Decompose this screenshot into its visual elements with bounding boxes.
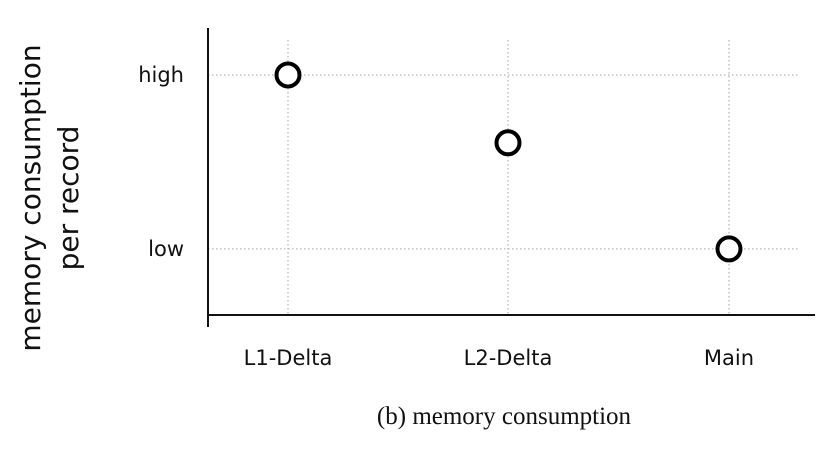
y-tick-label-low: low bbox=[148, 237, 184, 261]
y-axis-label: memory consumption per record bbox=[14, 44, 85, 351]
x-tick-label-l1-delta: L1-Delta bbox=[244, 346, 333, 370]
y-tick-labels: low high bbox=[138, 63, 184, 261]
data-points bbox=[274, 61, 743, 263]
data-point-l1-delta bbox=[274, 61, 302, 89]
y-axis-label-line-1: memory consumption bbox=[14, 44, 47, 351]
grid-lines bbox=[208, 40, 800, 315]
data-point-l2-delta bbox=[494, 129, 522, 157]
axis-lines bbox=[207, 28, 815, 327]
x-tick-label-main: Main bbox=[704, 346, 754, 370]
y-axis-label-line-2: per record bbox=[52, 126, 85, 271]
y-tick-label-high: high bbox=[138, 63, 184, 87]
axes bbox=[207, 28, 815, 327]
figure-caption: (b) memory consumption bbox=[377, 403, 632, 430]
x-tick-label-l2-delta: L2-Delta bbox=[464, 346, 553, 370]
data-point-main bbox=[715, 235, 743, 263]
x-tick-labels: L1-Delta L2-Delta Main bbox=[244, 346, 754, 370]
